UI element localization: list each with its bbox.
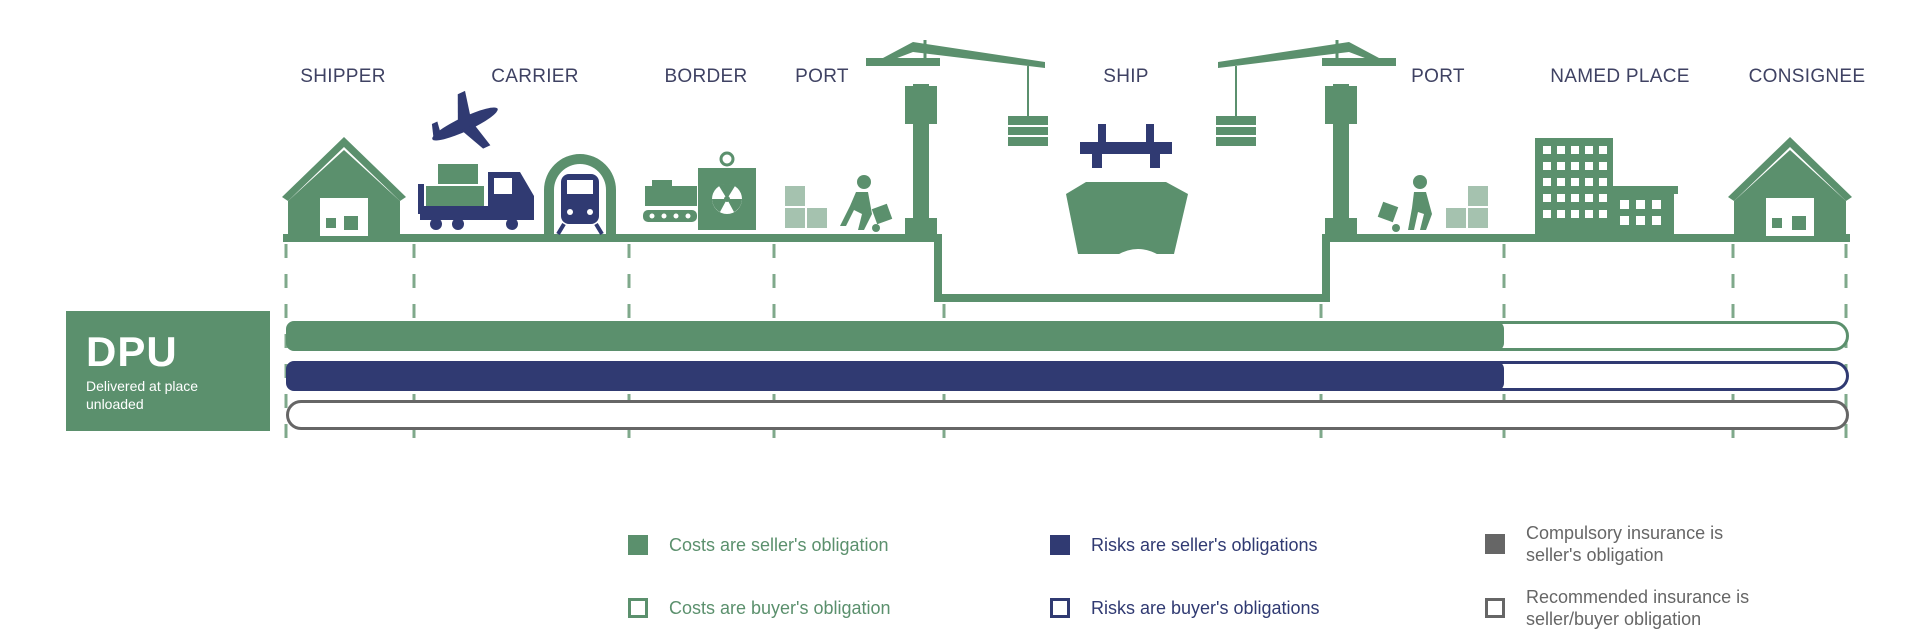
porter-trolley-icon — [1377, 175, 1432, 232]
obligation-bars — [286, 321, 1849, 430]
stage-label-ship: SHIP — [1103, 66, 1149, 87]
risks-bar-seller-fill — [286, 361, 1504, 391]
legend-item-risks-buyer: Risks are buyer's obligations — [1050, 597, 1320, 619]
airplane-icon — [431, 90, 498, 149]
legend-item-insurance-recommended: Recommended insurance is seller/buyer ob… — [1485, 586, 1749, 630]
crates-icon — [785, 186, 827, 228]
warehouse-icon — [1728, 137, 1852, 236]
incoterm-badge: DPU Delivered at place unloaded — [66, 311, 270, 431]
legend-label: Risks are buyer's obligations — [1091, 598, 1320, 618]
legend-swatch — [1485, 534, 1505, 554]
crane-icon — [1216, 40, 1396, 234]
crates-icon — [1446, 186, 1488, 228]
legend-swatch — [1050, 535, 1070, 555]
porter-trolley-icon — [840, 175, 893, 232]
crane-icon — [866, 40, 1048, 234]
legend-item-costs-seller: Costs are seller's obligation — [628, 534, 889, 556]
legend-item-insurance-compulsory: Compulsory insurance is seller's obligat… — [1485, 522, 1723, 566]
truck-icon — [418, 164, 534, 230]
legend-label: Risks are seller's obligations — [1091, 535, 1318, 555]
stage-label-shipper: SHIPPER — [300, 66, 386, 87]
warehouse-icon — [282, 137, 406, 236]
legend-label: Costs are seller's obligation — [669, 535, 889, 555]
legend-label: Compulsory insurance is seller's obligat… — [1526, 523, 1724, 565]
stage-label-consignee: CONSIGNEE — [1748, 66, 1866, 87]
waves-icon — [955, 247, 1309, 289]
legend-item-risks-seller: Risks are seller's obligations — [1050, 534, 1318, 556]
luggage-scanner-icon — [643, 180, 697, 222]
stage-label-port-destination: PORT — [1411, 66, 1465, 87]
ship-icon — [1066, 124, 1188, 254]
radiation-scanner-icon — [698, 151, 756, 230]
legend-item-costs-buyer: Costs are buyer's obligation — [628, 597, 891, 619]
insurance-bar-outline — [286, 400, 1849, 430]
legend-swatch — [628, 598, 648, 618]
incoterm-description: Delivered at place unloaded — [86, 378, 199, 412]
stage-label-named-place: NAMED PLACE — [1550, 66, 1690, 87]
stage-label-border: BORDER — [664, 66, 748, 87]
incoterm-code: DPU — [86, 328, 178, 375]
stage-label-port-origin: PORT — [795, 66, 849, 87]
legend-label: Costs are buyer's obligation — [669, 598, 891, 618]
building-icon — [1535, 138, 1678, 234]
legend-swatch — [628, 535, 648, 555]
ground-line — [283, 234, 1850, 302]
train-icon — [544, 154, 616, 236]
legend-swatch — [1050, 598, 1070, 618]
costs-bar-seller-fill — [286, 321, 1504, 351]
legend-swatch — [1485, 598, 1505, 618]
stage-label-carrier: CARRIER — [491, 66, 579, 87]
legend-label: Recommended insurance is seller/buyer ob… — [1526, 587, 1750, 629]
